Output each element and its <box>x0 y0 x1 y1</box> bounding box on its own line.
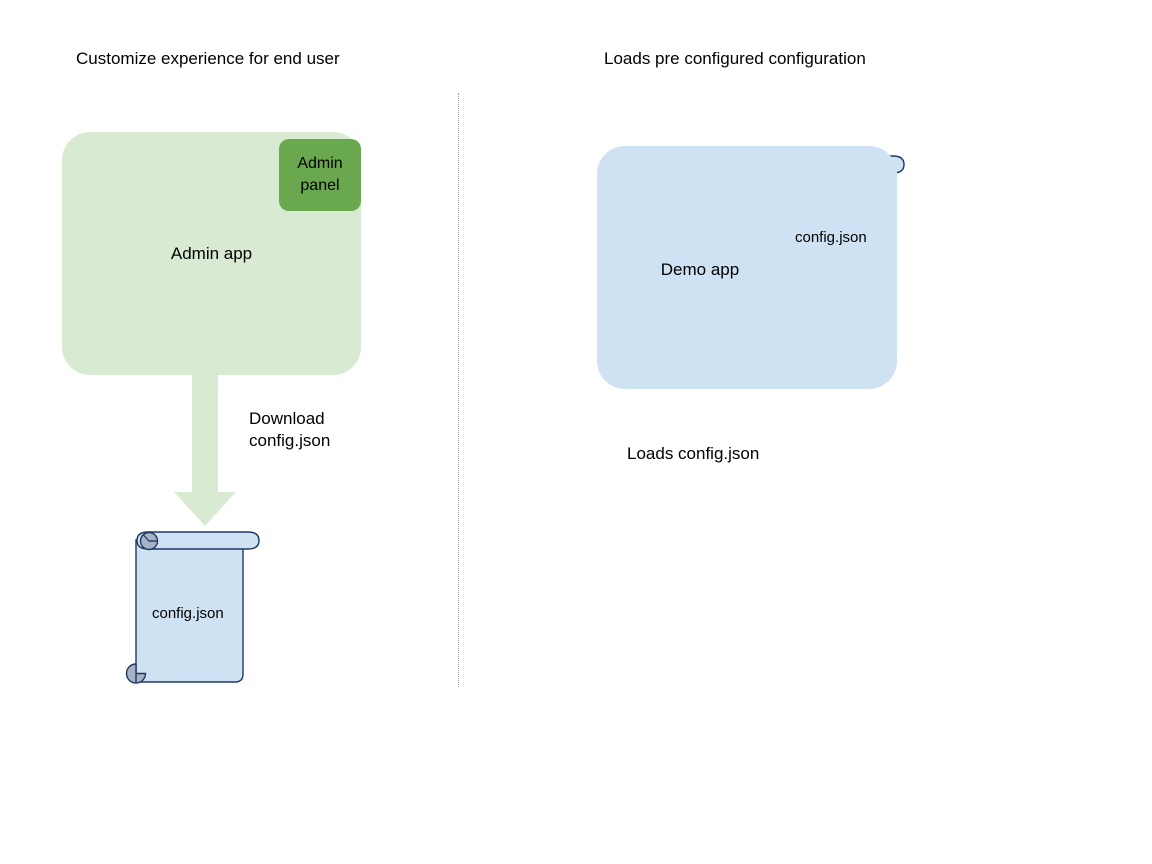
download-arrow-label: Download config.json <box>249 409 331 450</box>
section-heading-right: Loads pre configured configuration <box>604 49 866 68</box>
config-json-label-left: config.json <box>152 605 224 622</box>
config-json-document-left <box>125 531 260 684</box>
admin-app-label: Admin app <box>170 244 253 263</box>
admin-panel-label: Admin panel <box>297 155 343 194</box>
demo-app-label: Demo app <box>660 260 740 279</box>
admin-panel-badge[interactable]: Admin panel <box>279 139 361 211</box>
demo-app-box[interactable] <box>597 146 897 389</box>
section-heading-left: Customize experience for end user <box>76 49 340 68</box>
loads-config-caption: Loads config.json <box>627 444 760 463</box>
config-json-label-right: config.json <box>795 229 867 246</box>
section-divider <box>458 93 459 687</box>
download-arrow-icon <box>174 368 236 526</box>
